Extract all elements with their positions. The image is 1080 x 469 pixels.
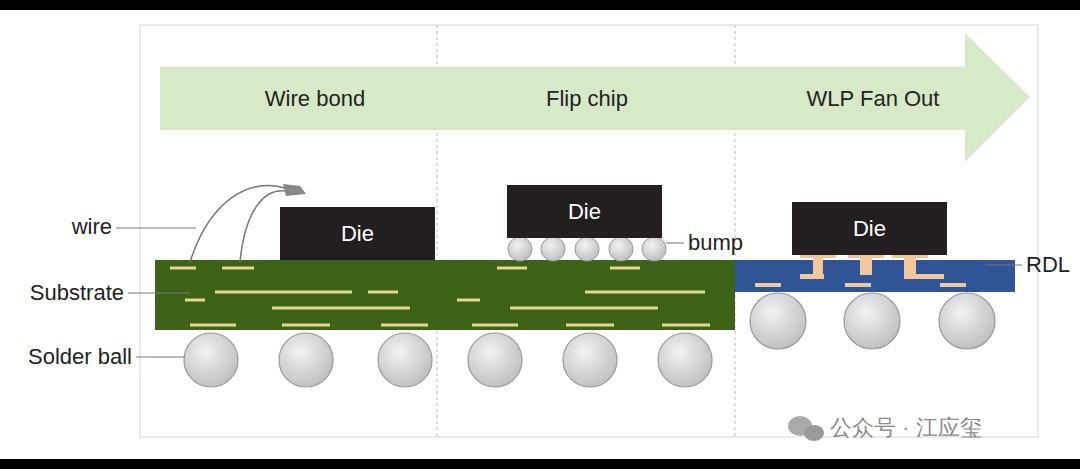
watermark: 公众号 · 江应玺 [830,417,982,439]
die-label: Die [341,223,374,245]
die-box: Die [280,207,435,260]
die-label: Die [568,201,601,223]
stage-label: Flip chip [546,88,628,110]
stage-label: WLP Fan Out [807,88,940,110]
part-label: RDL [1026,254,1070,276]
part-label: Substrate [30,282,124,304]
process-arrow: Wire bond Flip chip WLP Fan Out [160,67,965,130]
sheet: Wire bondFlip chipWLP Fan OutDieDieDiewi… [0,10,1080,459]
part-label: bump [688,232,743,254]
part-label: wire [72,216,112,238]
die-label: Die [853,218,886,240]
part-label: Solder ball [28,346,132,368]
die-box: Die [507,185,662,238]
die-box: Die [792,202,947,255]
stage-label: Wire bond [265,88,365,110]
